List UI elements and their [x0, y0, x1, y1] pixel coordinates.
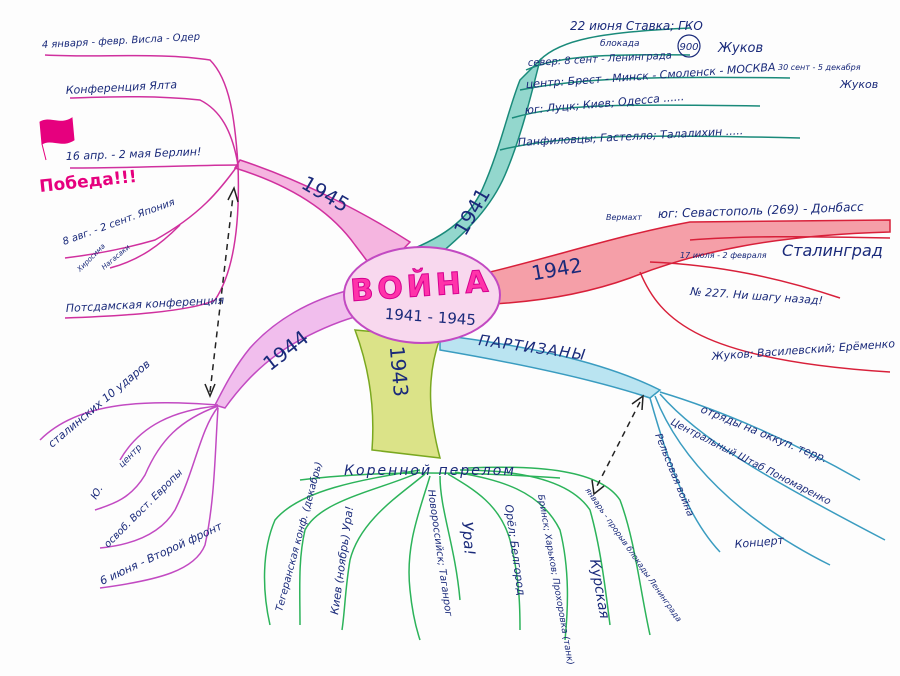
center-node	[343, 246, 501, 344]
item-1941-zhukov-1: Жуков	[717, 41, 763, 56]
branch-1942-twig-3	[639, 271, 891, 373]
year-label-1943: 1943	[385, 345, 413, 398]
item-1942-sevastopol: юг: Севастополь (269) - Донбасс	[658, 200, 865, 221]
branch-1943-roots	[263, 466, 651, 641]
victory-flag-icon	[39, 117, 75, 161]
item-1941-moscow-dates: 30 сент - 5 декабря	[778, 63, 861, 72]
branch-1941-twig-4	[511, 104, 761, 119]
item-1945-japan: 8 авг. - 2 сент. Япония	[61, 197, 176, 248]
item-partisans-units: отряды на оккуп. терр.	[699, 403, 829, 466]
branch-partisans-shape	[439, 334, 662, 399]
branch-partisans-twigs	[649, 391, 886, 566]
item-1943-ura: Ура!	[458, 521, 479, 556]
item-1941-blockade: блокада	[600, 39, 640, 49]
dashed-arrow-1944-1945	[204, 185, 239, 398]
dashed-arrow-partisans	[591, 394, 644, 496]
branch-1941-twig-1	[539, 27, 691, 61]
item-1942-order: № 227. Ни шагу назад!	[689, 285, 824, 307]
item-partisans-concert: Концерт	[734, 534, 785, 551]
item-1945-victory: Победа!!!	[38, 167, 137, 197]
branch-1943-shape	[353, 329, 442, 459]
item-1945-vistula: 4 января - февр. Висла - Одер	[42, 32, 201, 51]
item-1941-south: юг: Луцк; Киев; Одесса ......	[524, 90, 685, 117]
item-1941-900-circle	[677, 34, 701, 58]
item-1942-wehrmacht: Вермахт	[606, 213, 642, 222]
item-1943-novorossiysk: Новороссийск; Таганрог	[425, 489, 454, 618]
branch-1942-shape	[489, 219, 891, 305]
item-1941-zhukov-2: Жуков	[839, 78, 878, 91]
item-1941-stavka: 22 июня Ставка; ГКО	[570, 19, 703, 33]
item-1944-yu: Ю.	[89, 484, 106, 502]
branch-1941-twig-2	[525, 53, 691, 71]
item-1942-generals: Жуков; Василевский; Ерёменко	[710, 337, 895, 363]
item-partisans-rail: Рельсовая война	[652, 432, 695, 518]
item-1941-heroes: Панфиловцы; Гастелло; Талалихин .....	[517, 124, 743, 149]
item-1941-900: 900	[679, 42, 698, 53]
branch-1942-twig-1	[689, 235, 891, 241]
item-1943-title: Коренной перелом	[344, 463, 516, 479]
item-1945-hiroshima: Хиросима	[75, 242, 107, 274]
branch-1945-shape	[233, 159, 412, 277]
item-1943-orel: Орёл; Белгород	[502, 504, 528, 597]
branch-1941-twig-5	[499, 135, 801, 151]
year-label-1941: 1941	[449, 183, 495, 239]
item-1943-kiev: Киев (ноябрь) Ура!	[328, 505, 356, 615]
branch-1944-twigs	[39, 402, 219, 589]
branch-1944-shape	[213, 289, 364, 409]
branch-1942-twig-2	[649, 261, 841, 299]
item-1943-kursk: Курская	[586, 558, 612, 620]
item-1945-potsdam: Потсдамская конференция	[65, 294, 224, 315]
item-1942-stalingrad: Сталинград	[782, 241, 883, 260]
item-1944-center: центр	[117, 443, 144, 470]
item-1943-kharkov: Бринск; Харьков; Прохоровка (танк)	[535, 494, 575, 666]
item-1945-berlin: 16 апр. - 2 мая Берлин!	[66, 145, 202, 163]
branch-1945-twigs	[44, 54, 240, 319]
item-1945-yalta: Конференция Ялта	[65, 78, 177, 97]
branch-1941-twig-3	[519, 76, 791, 91]
item-1942-dates: 17 июля - 2 февраля	[680, 251, 767, 260]
